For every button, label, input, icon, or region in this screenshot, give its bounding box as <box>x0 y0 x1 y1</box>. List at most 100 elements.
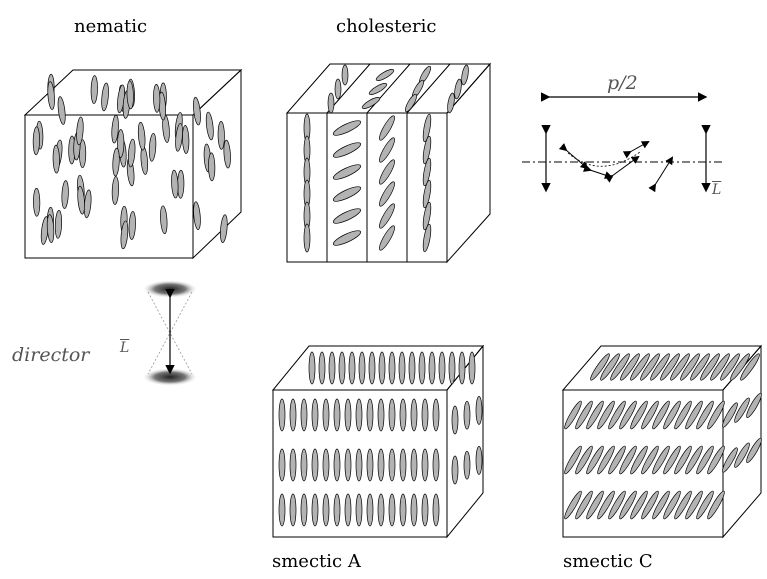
molecule <box>421 398 429 432</box>
molecule <box>575 400 593 430</box>
molecule <box>586 400 604 430</box>
molecule <box>399 448 407 482</box>
molecule <box>610 353 630 381</box>
molecule <box>746 392 762 418</box>
molecule <box>377 493 385 527</box>
molecule <box>663 490 681 520</box>
molecule <box>422 179 432 209</box>
molecule <box>468 351 476 385</box>
molecule <box>432 493 440 527</box>
molecule <box>46 214 55 243</box>
molecule <box>332 186 362 202</box>
molecule <box>597 490 615 520</box>
molecule <box>378 351 386 385</box>
molecule <box>432 448 440 482</box>
molecule <box>344 448 352 482</box>
molecule <box>366 448 374 482</box>
molecule <box>663 400 681 430</box>
molecule <box>438 351 446 385</box>
molecule <box>289 398 297 432</box>
molecule <box>311 448 319 482</box>
molecule <box>311 398 319 432</box>
molecule <box>641 445 659 475</box>
molecule <box>300 398 308 432</box>
molecule <box>685 490 703 520</box>
molecule <box>620 353 640 381</box>
molecule <box>111 114 119 144</box>
molecule <box>148 132 157 162</box>
molecule <box>289 493 297 527</box>
molecule <box>630 490 648 520</box>
molecule <box>328 351 336 385</box>
molecule <box>160 205 168 235</box>
molecule <box>368 83 388 95</box>
molecule <box>619 490 637 520</box>
molecule <box>422 157 432 187</box>
molecule <box>710 353 730 381</box>
molecule <box>700 353 720 381</box>
molecule <box>652 445 670 475</box>
molecule <box>32 126 40 156</box>
molecule <box>90 75 98 104</box>
molecule <box>338 351 346 385</box>
molecule <box>128 211 136 240</box>
molecule <box>111 176 119 205</box>
molecule <box>630 400 648 430</box>
molecule <box>418 351 426 385</box>
molecule <box>597 400 615 430</box>
molecule <box>630 353 650 381</box>
molecule <box>690 353 710 381</box>
molecule <box>366 398 374 432</box>
molecule <box>278 398 286 432</box>
molecule <box>333 398 341 432</box>
molecule <box>421 493 429 527</box>
molecule <box>175 123 183 152</box>
molecule <box>608 400 626 430</box>
molecule <box>608 490 626 520</box>
molecule <box>564 445 582 475</box>
molecule <box>640 353 660 381</box>
molecule <box>388 398 396 432</box>
molecule <box>630 445 648 475</box>
molecule <box>670 353 690 381</box>
molecule <box>590 353 610 381</box>
molecule <box>746 437 762 463</box>
molecule <box>422 201 432 231</box>
molecule <box>140 146 149 175</box>
molecule <box>399 398 407 432</box>
molecule <box>308 351 316 385</box>
molecule <box>120 220 129 250</box>
director-label: director <box>12 344 90 366</box>
molecule <box>137 121 146 151</box>
molecule <box>57 96 66 125</box>
molecule <box>619 400 637 430</box>
molecule <box>217 121 225 150</box>
molecule <box>454 78 462 100</box>
molecule <box>126 80 134 110</box>
molecule <box>117 129 125 158</box>
molecule <box>475 396 483 425</box>
molecule <box>344 398 352 432</box>
smectic-a-cube <box>271 344 485 539</box>
molecule <box>278 493 286 527</box>
molecule <box>458 351 466 385</box>
molecule <box>388 351 396 385</box>
molecule <box>193 96 201 126</box>
director-symbol-pitch: L <box>712 182 722 198</box>
molecule <box>707 490 725 520</box>
molecule <box>333 448 341 482</box>
molecule <box>368 351 376 385</box>
cholesteric-cube <box>285 62 492 264</box>
molecule <box>421 448 429 482</box>
pitch-diagram <box>522 92 725 193</box>
molecule <box>663 445 681 475</box>
molecule <box>379 203 395 229</box>
molecule <box>332 230 362 246</box>
molecule <box>399 493 407 527</box>
molecule <box>332 208 362 224</box>
molecule <box>348 351 356 385</box>
cholesteric-molecules <box>303 64 469 253</box>
molecule <box>375 69 395 81</box>
molecule <box>33 187 41 217</box>
